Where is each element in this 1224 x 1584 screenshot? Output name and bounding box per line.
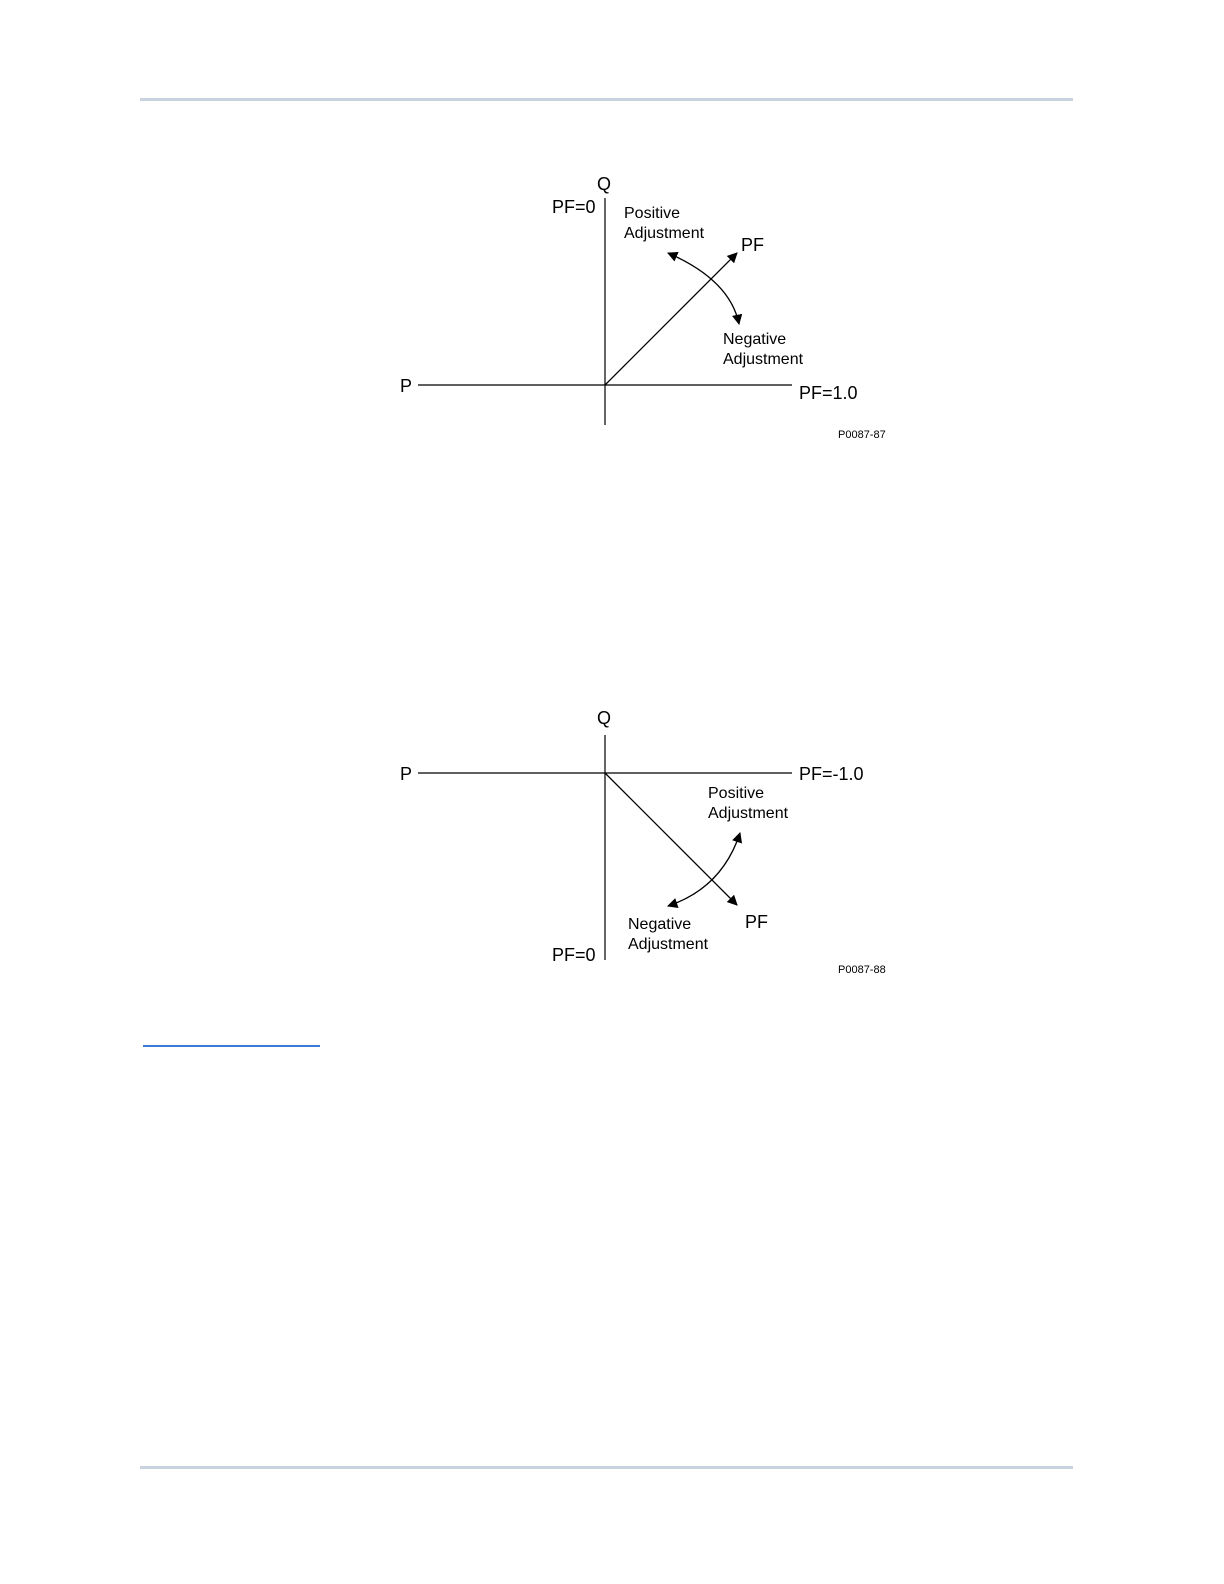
q-label-1: Q — [597, 174, 611, 194]
figure-leading-pf: Q PF=0 P PF=1.0 PF Positive Adjustment N… — [400, 174, 886, 441]
adjustment-arc-2 — [668, 833, 740, 906]
pf-label-1: PF — [741, 235, 764, 255]
footer-rule — [140, 1466, 1073, 1469]
q-label-2: Q — [597, 708, 611, 728]
positive-adjustment-line1-1: Positive — [624, 205, 680, 222]
pf-one-label-1: PF=1.0 — [799, 383, 858, 403]
pf-zero-label-2: PF=0 — [552, 945, 596, 965]
figure-id-1: P0087-87 — [838, 429, 886, 441]
pf-minus-one-label-2: PF=-1.0 — [799, 764, 864, 784]
figure-id-2: P0087-88 — [838, 964, 886, 976]
pf-zero-label-1: PF=0 — [552, 197, 596, 217]
p-label-1: P — [400, 376, 412, 396]
p-label-2: P — [400, 764, 412, 784]
pf-vector-1 — [605, 253, 737, 385]
section-link-underline[interactable] — [143, 1045, 320, 1047]
negative-adjustment-line2-2: Adjustment — [628, 936, 709, 953]
positive-adjustment-line2-2: Adjustment — [708, 805, 789, 822]
pf-label-2: PF — [745, 912, 768, 932]
positive-adjustment-line2-1: Adjustment — [624, 225, 705, 242]
adjustment-arc-1 — [668, 253, 739, 324]
figure-lagging-pf: Q P PF=-1.0 PF PF=0 Positive Adjustment … — [400, 708, 886, 976]
positive-adjustment-line1-2: Positive — [708, 785, 764, 802]
negative-adjustment-line1-1: Negative — [723, 331, 786, 348]
negative-adjustment-line2-1: Adjustment — [723, 351, 804, 368]
negative-adjustment-line1-2: Negative — [628, 916, 691, 933]
